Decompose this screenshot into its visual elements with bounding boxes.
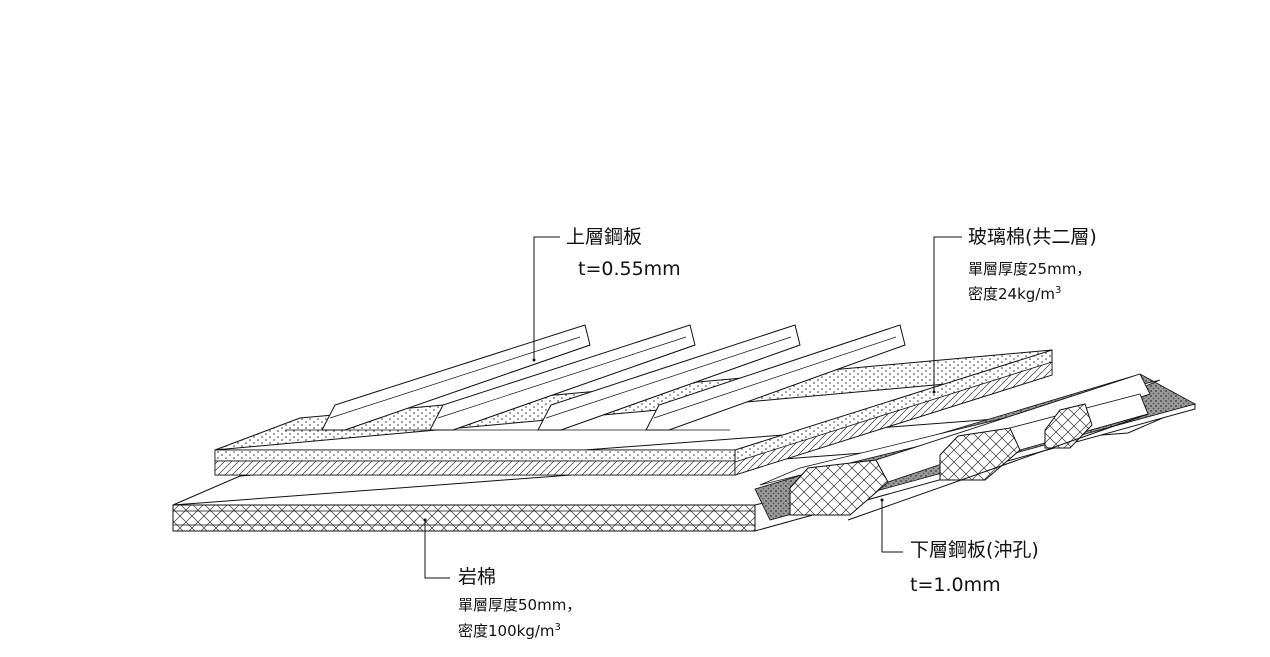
lower-deck-rib <box>1044 403 1093 449</box>
lower-sheet-name: 下層鋼板(沖孔) <box>910 539 1039 561</box>
rock-wool-density: 密度100kg/m3 <box>458 623 561 639</box>
rock-wool-thickness: 單層厚度50mm， <box>458 596 582 614</box>
glass-wool-density: 密度24kg/m3 <box>968 286 1061 302</box>
rock-wool-density-value: 密度100kg/m <box>458 622 555 640</box>
rock-wool-name: 岩棉 <box>458 566 497 588</box>
glass-wool-thickness: 單層厚度25mm， <box>968 260 1092 278</box>
rock-wool-density-exponent: 3 <box>554 622 561 633</box>
lower-sheet-thickness: t=1.0mm <box>910 574 1001 596</box>
glass-wool-density-exponent: 3 <box>1054 285 1062 296</box>
leader-lower-sheet <box>880 498 903 553</box>
glass-wool-name: 玻璃棉(共二層) <box>968 226 1097 248</box>
upper-sheet-name: 上層鋼板 <box>566 226 643 248</box>
leader-rock-wool <box>423 518 450 579</box>
leader-upper-sheet <box>532 236 560 362</box>
upper-sheet <box>285 324 906 431</box>
leader-glass-wool <box>932 236 962 394</box>
lower-deck <box>754 373 1197 521</box>
upper-sheet-thickness: t=0.55mm <box>578 258 681 280</box>
glass-wool-density-value: 密度24kg/m <box>968 285 1055 303</box>
